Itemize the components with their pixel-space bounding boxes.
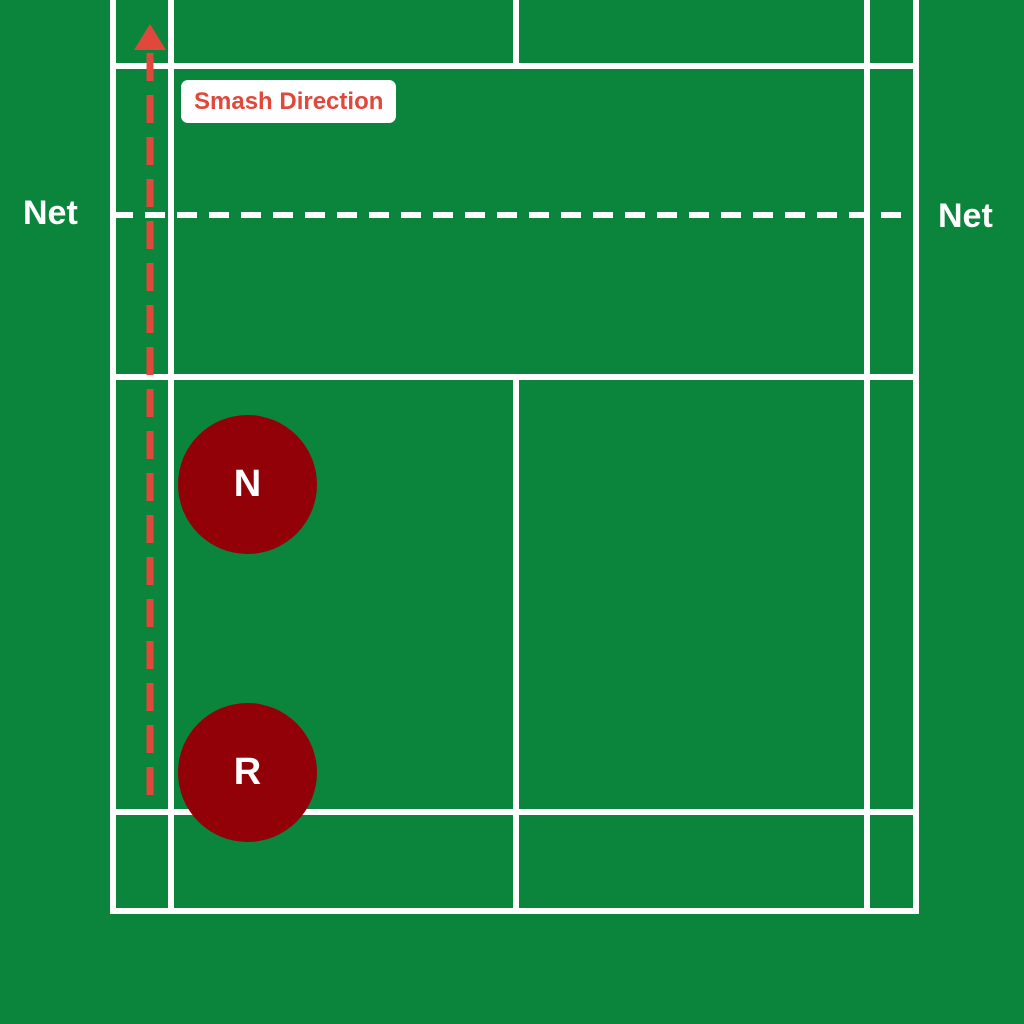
net-label-right: Net bbox=[938, 197, 993, 235]
player-r-label: R bbox=[233, 751, 262, 793]
smash-direction-label: Smash Direction bbox=[181, 80, 397, 123]
player-n-marker: N bbox=[178, 415, 317, 554]
player-r-marker: R bbox=[178, 703, 317, 842]
smash-direction-arrow-head bbox=[134, 24, 166, 50]
net-label-left: Net bbox=[23, 194, 78, 232]
player-n-label: N bbox=[233, 463, 262, 505]
